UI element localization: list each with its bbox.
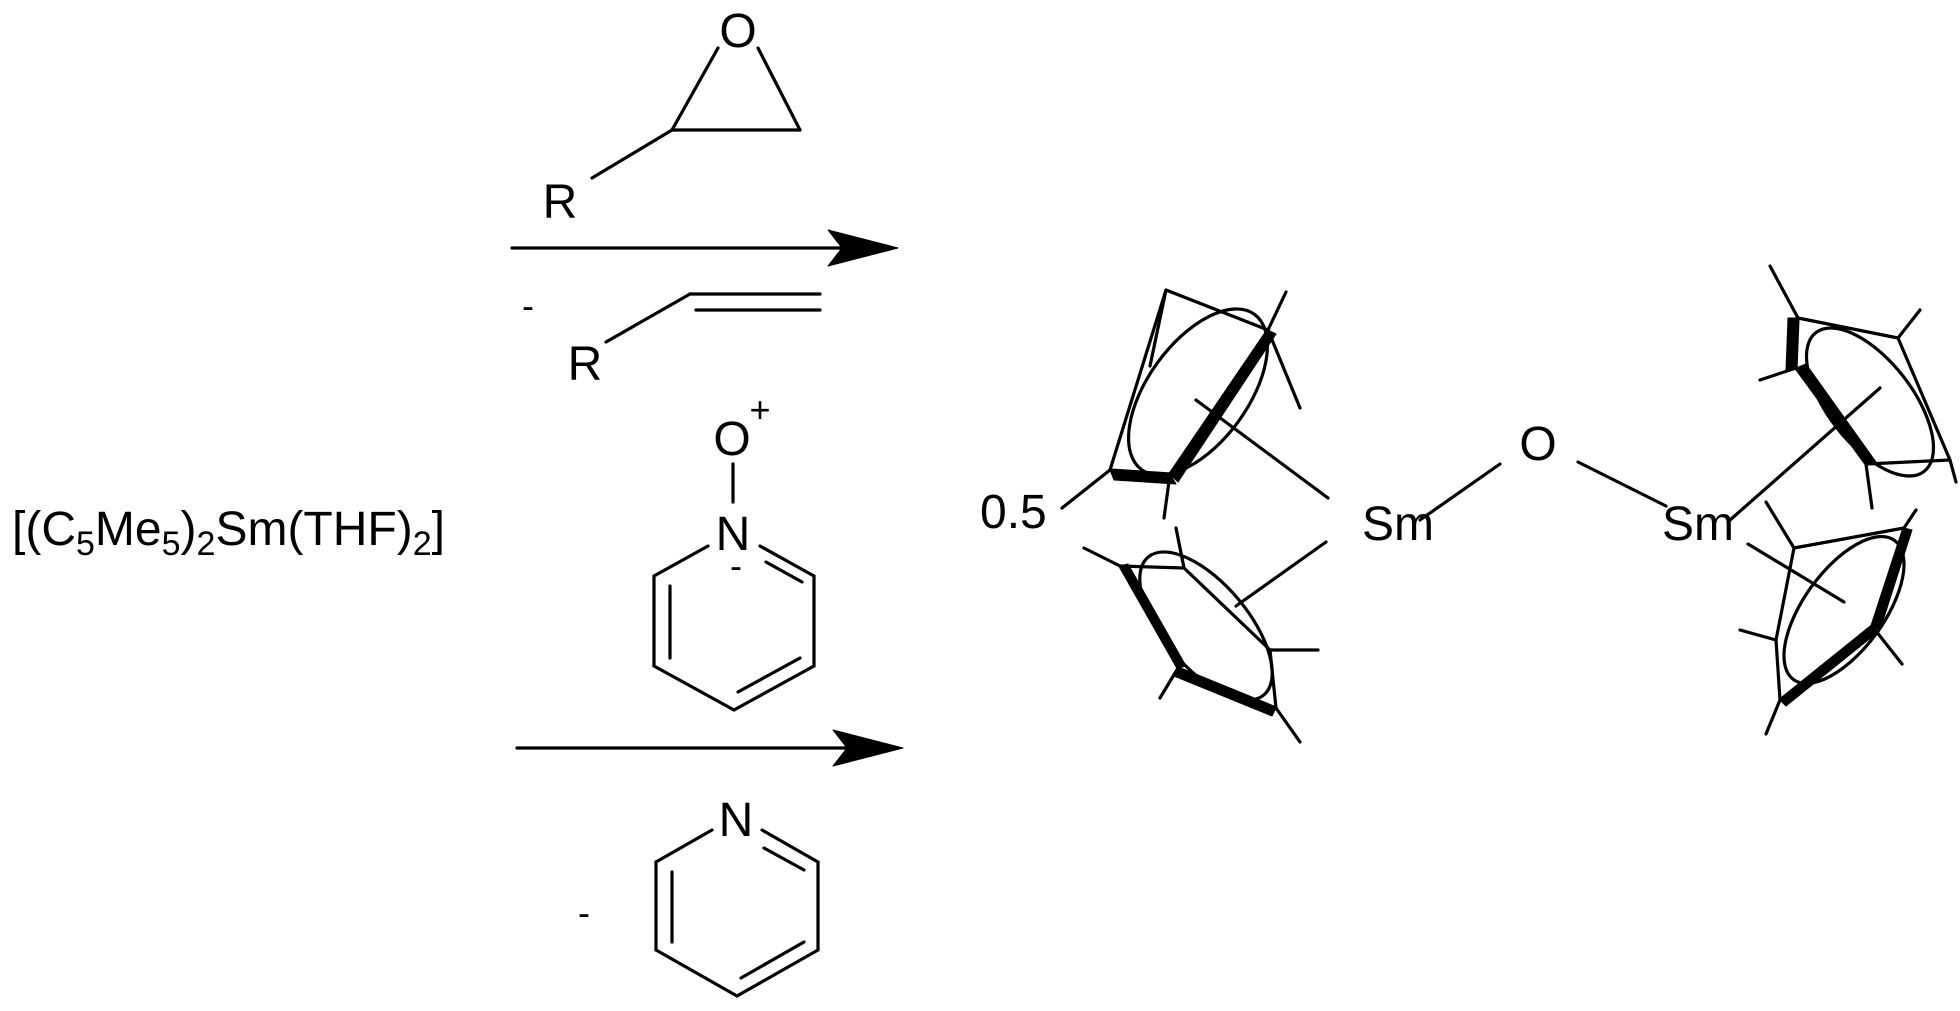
cp-ring-4-methyl-2 [1902,508,1918,530]
epoxide-bond-o-c1 [670,46,720,132]
n-oxide-ring-bond-5 [652,664,736,712]
n-oxide-ring-bond-6 [732,664,816,712]
cp-ring-lower-right [1738,500,1918,736]
cp-ring-2-sm-bond [1234,540,1328,608]
cp-ring-3-sm-bond [1728,386,1882,522]
cp-ring-4-sm-bond [1746,542,1846,604]
n-oxide-ring-bond-2-inner [764,560,804,584]
epoxide-bond-c-r [590,128,674,180]
cp-ring-2-methyl-1 [1082,546,1122,568]
arrow-2-head [832,729,904,767]
arrow-2 [515,729,904,767]
pyridine-ring-bond-5 [654,948,739,998]
cp-ring-2-bottom-edge [1173,667,1277,717]
pyridine-ring-bond-6-inner [739,940,806,980]
n-oxide-plus-charge: + [749,389,770,430]
n-oxide-oxygen: O [713,413,750,466]
pyridine-ring-bond-6 [735,948,820,998]
alkene-byproduct: - R [522,285,822,391]
reactant-formula: [(C5Me5)2Sm(THF)2] [12,503,445,563]
n-oxide-nitrogen: N [716,508,751,561]
alkene-bond-r-c [604,292,692,344]
cp-ring-3-back-edge [1785,317,1799,371]
epoxide-bond-o-c2 [756,46,802,132]
cp-ring-4-methyl-1 [1764,500,1796,550]
cp-ring-4-methyl-5 [1738,628,1778,642]
cp-ring-1-methyl-5 [1162,472,1172,520]
cp-ring-4-methyl-4 [1764,698,1782,736]
pyridine-ring-bond-2-inner [762,846,806,872]
cp-ring-1-methyl-1 [1266,290,1288,332]
pyridine-ring-bond-2 [760,828,820,864]
cp-ring-3-methyl-4 [1864,462,1874,510]
alkene-r-group: R [568,338,603,391]
epoxide-reagent: O R [543,5,802,229]
alkene-minus-sign: - [522,285,534,326]
epoxide-r-group: R [543,176,578,229]
cp-ring-2-left-edge [1119,563,1187,669]
cp-ring-upper-left [1060,288,1330,520]
cp-ring-2-methyl-5 [1158,666,1180,700]
arrow-1 [510,229,899,267]
cp-ring-2-methyl-4 [1274,706,1302,744]
cp-ring-4-right-edge [1871,527,1913,631]
cp-ring-3-front-edge [1795,363,1877,465]
cp-ring-2-methyl-2 [1174,526,1186,570]
pyridine-byproduct: - N [578,794,820,998]
n-oxide-minus-charge: - [730,545,742,586]
cp-ring-lower-left [1082,526,1328,744]
product-coefficient: 0.5 [980,486,1047,539]
cp-ring-4-bottom-edge [1779,625,1879,707]
n-oxide-ring-bond-1 [652,544,710,578]
product-sm-right: Sm [1662,498,1734,551]
cp-ring-1-front-edge [1169,329,1277,483]
pyridine-n-oxide-reagent: O + N - [652,389,816,712]
cp-ring-1-methyl-2 [1266,328,1302,410]
cp-ring-1-methyl-3 [1148,288,1168,368]
cp-ring-3-methyl-1 [1768,264,1800,320]
product-bridge-oxygen: O [1519,418,1556,471]
cp-ring-3-methyl-5 [1758,366,1798,382]
epoxide-oxygen: O [719,5,756,58]
cp-ring-1-sm-bond [1194,398,1330,500]
product-sm-left: Sm [1362,498,1434,551]
cp-ring-2-aromatic-circle [1138,550,1274,702]
cp-ring-1-aromatic-circle [1126,307,1270,477]
arrow-1-head [827,229,899,267]
n-oxide-ring-bond-2 [758,544,816,578]
pyridine-ring-bond-1 [654,828,714,864]
pyridine-nitrogen: N [719,794,754,847]
cp-ring-4-methyl-3 [1870,624,1904,666]
cp-ring-3-methyl-3 [1948,458,1958,484]
cp-ring-3-aromatic-circle [1804,326,1936,478]
pyridine-minus-sign: - [578,892,590,933]
bond-o-sm-right [1576,460,1668,508]
cp-ring-upper-right [1728,264,1958,522]
cp-ring-3-methyl-2 [1896,308,1922,340]
n-oxide-ring-bond-6-inner [736,656,802,694]
cp-ring-2-outline [1118,564,1278,710]
bond-sm-left-o [1418,462,1502,522]
cp-ring-1-methyl-4 [1060,468,1112,510]
